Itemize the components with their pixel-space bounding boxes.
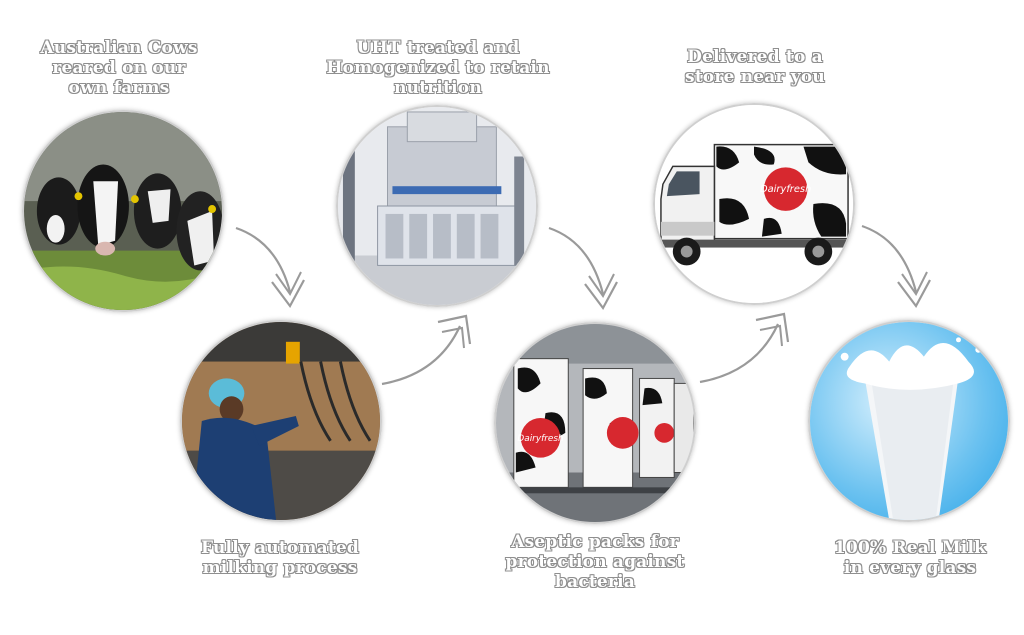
step-4-line-1: Aseptic packs for [511,532,679,552]
arrow-1-right-down [232,222,312,312]
milk-glass-illustration [810,322,1008,520]
uht-plant-illustration [338,107,536,305]
step-4-line-3: bacteria [555,572,635,592]
step-6-label: 100% Real Milk in every glass [815,538,1005,578]
arrow-2-right-up [378,312,478,392]
arrow-5-right-down [858,220,938,312]
step-1-label: Australian Cows reared on our own farms [24,38,214,98]
curved-arrow-icon [699,312,790,384]
step-1-line-1: Australian Cows [40,38,198,58]
curved-arrow-icon [861,224,931,309]
uht-plant-photo [336,105,538,307]
aseptic-packs-photo: Dairyfresh [494,322,696,524]
curved-arrow-icon [381,314,472,386]
step-5-line-1: Delivered to a [687,47,823,67]
carton-1-brand: Dairyfresh [517,434,564,444]
step-2-line-1: Fully automated [201,538,359,558]
aseptic-packs-illustration: Dairyfresh [496,324,694,522]
step-4-line-2: protection against [505,552,685,572]
step-2-label: Fully automated milking process [185,538,375,578]
step-5-line-2: store near you [685,67,825,87]
cows-photo [22,110,224,312]
step-5-label: Delivered to a store near you [660,47,850,87]
step-1-line-2: reared on our [52,58,186,78]
step-3-label: UHT treated and Homogenized to retain nu… [318,38,558,98]
step-3-line-3: nutrition [394,78,482,98]
milking-photo [180,320,382,522]
delivery-truck-photo: Dairyfresh [653,103,855,305]
step-6-line-2: in every glass [843,558,977,578]
step-2-line-2: milking process [202,558,358,578]
curved-arrow-icon [548,226,618,311]
arrow-3-right-down [545,222,625,314]
milking-illustration [182,322,380,520]
cows-illustration [24,112,222,310]
arrow-4-right-up [696,310,796,390]
step-3-line-2: Homogenized to retain [326,58,550,78]
step-3-line-1: UHT treated and [356,38,520,58]
truck-brand: Dairyfresh [760,184,811,195]
step-1-line-3: own farms [68,78,170,98]
curved-arrow-icon [234,223,305,309]
milk-glass-photo [808,320,1010,522]
step-4-label: Aseptic packs for protection against bac… [495,532,695,592]
delivery-truck-illustration: Dairyfresh [655,105,853,303]
step-6-line-1: 100% Real Milk [833,538,987,558]
